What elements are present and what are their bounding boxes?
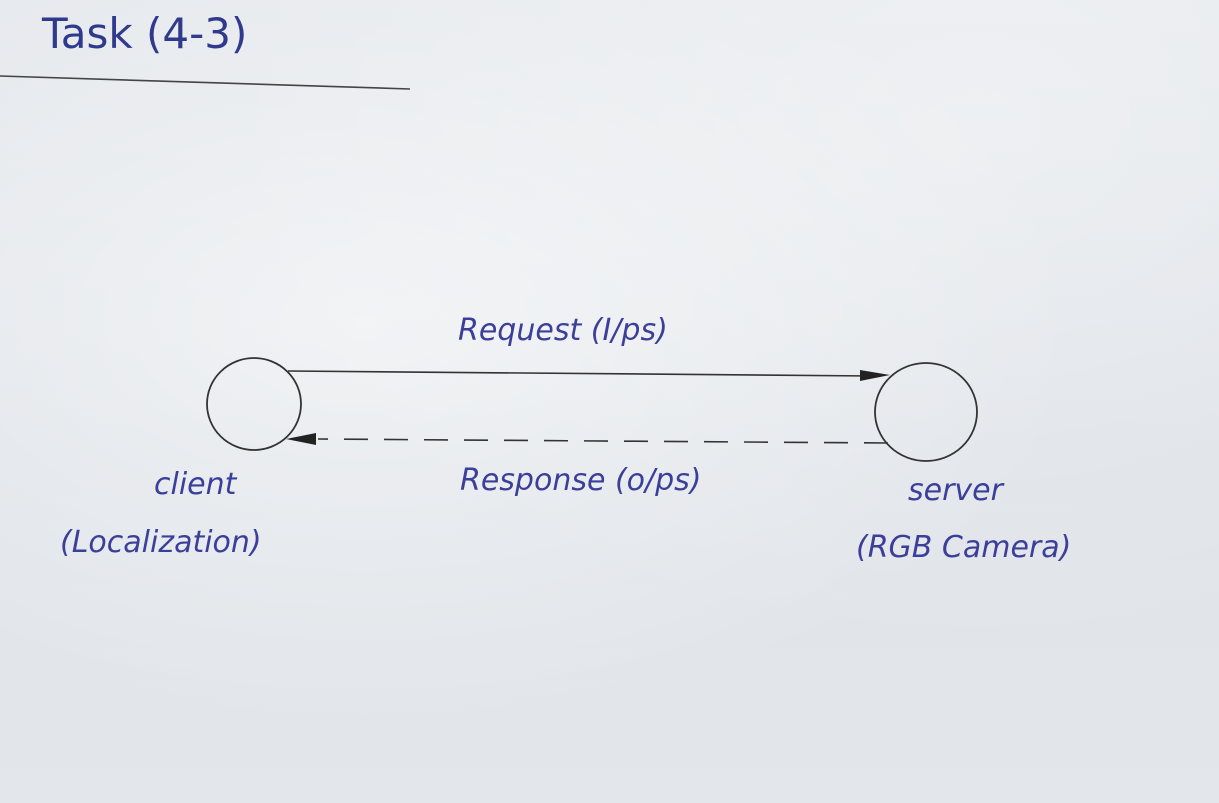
client-name-label: client xyxy=(154,467,238,502)
request-label: Request (I/ps) xyxy=(458,313,668,348)
client-node xyxy=(206,357,302,451)
server-role-label: (RGB Camera) xyxy=(856,530,1071,565)
server-name-label: server xyxy=(908,473,1005,508)
response-label: Response (o/ps) xyxy=(460,463,702,498)
request-arrow xyxy=(287,370,873,377)
client-role-label: (Localization) xyxy=(60,525,262,560)
response-arrowhead xyxy=(286,433,316,445)
request-arrowhead xyxy=(860,370,890,381)
title-underline xyxy=(0,75,411,90)
server-node xyxy=(874,362,978,462)
response-arrow xyxy=(317,438,889,444)
diagram-title: Task (4-3) xyxy=(41,9,247,58)
